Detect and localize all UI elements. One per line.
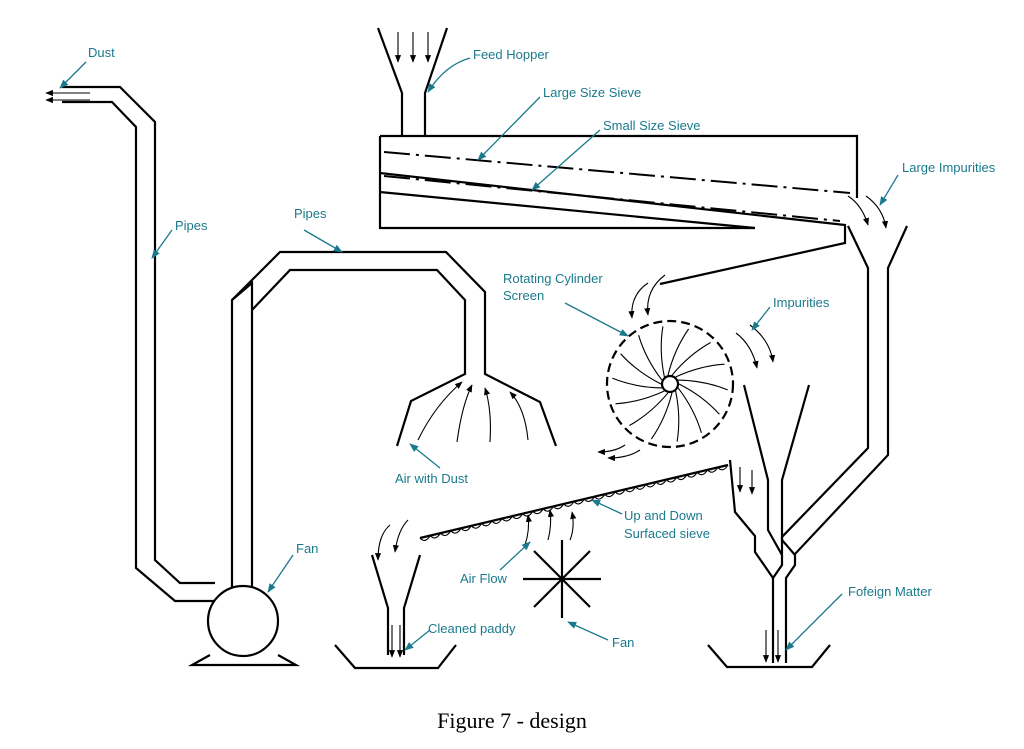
label-fan-left: Fan bbox=[296, 541, 318, 556]
label-large-size-sieve: Large Size Sieve bbox=[543, 85, 641, 100]
surfaced-sieve bbox=[419, 463, 729, 541]
rotating-cylinder-screen bbox=[597, 274, 776, 462]
label-screen: Screen bbox=[503, 288, 544, 303]
figure-caption: Figure 7 - design bbox=[437, 708, 587, 733]
cylinder-blade bbox=[677, 387, 702, 433]
sieve-box bbox=[378, 134, 859, 286]
cleaned-paddy-outlet bbox=[334, 519, 457, 670]
cylinder-blade bbox=[650, 392, 673, 440]
label-surfaced-sieve: Surfaced sieve bbox=[624, 526, 710, 541]
leader-lines bbox=[59, 57, 899, 651]
center-sorting-chute bbox=[707, 384, 831, 669]
cylinder-blade bbox=[612, 377, 662, 389]
label-foreign-matter: Fofeign Matter bbox=[848, 584, 932, 599]
label-dust: Dust bbox=[88, 45, 115, 60]
fan-left-unit bbox=[187, 280, 301, 667]
bottom-fan bbox=[523, 509, 601, 618]
label-small-size-sieve: Small Size Sieve bbox=[603, 118, 701, 133]
middle-suction-pipe bbox=[231, 250, 558, 447]
left-dust-pipe bbox=[45, 85, 215, 603]
label-cleaned-paddy: Cleaned paddy bbox=[428, 621, 516, 636]
cylinder-blade bbox=[620, 353, 662, 385]
cylinder-blade bbox=[629, 392, 669, 426]
cylinder-blade bbox=[667, 328, 690, 376]
label-feed-hopper: Feed Hopper bbox=[473, 47, 550, 62]
cylinder-blade bbox=[678, 379, 728, 391]
cylinder-blade bbox=[675, 363, 725, 378]
label-air-with-dust: Air with Dust bbox=[395, 471, 468, 486]
cylinder-blade bbox=[675, 390, 680, 442]
label-air-flow: Air Flow bbox=[460, 571, 508, 586]
cylinder-blade bbox=[678, 383, 720, 415]
cylinder-blade bbox=[671, 342, 711, 376]
label-large-impurities: Large Impurities bbox=[902, 160, 996, 175]
feed-hopper bbox=[376, 27, 449, 136]
label-pipes-left: Pipes bbox=[175, 218, 208, 233]
cylinder-blade bbox=[615, 390, 665, 405]
label-impurities: Impurities bbox=[773, 295, 830, 310]
label-rotating-cylinder: Rotating Cylinder bbox=[503, 271, 603, 286]
label-fan-bottom: Fan bbox=[612, 635, 634, 650]
labels: Dust Pipes Pipes Feed Hopper Large Size … bbox=[88, 45, 996, 650]
label-pipes-mid: Pipes bbox=[294, 206, 327, 221]
cylinder-blade bbox=[660, 326, 665, 378]
cylinder-blade bbox=[638, 335, 663, 381]
label-up-and-down: Up and Down bbox=[624, 508, 703, 523]
